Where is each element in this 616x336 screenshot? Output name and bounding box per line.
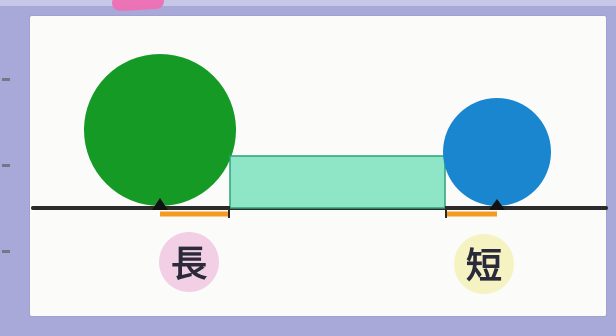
short-label-text: 短 xyxy=(466,246,502,287)
long-label-text: 長 xyxy=(171,244,208,285)
small-blue-circle xyxy=(443,98,551,206)
big-green-circle xyxy=(84,54,236,206)
right-contact-marker xyxy=(489,199,505,210)
mint-rectangle xyxy=(229,155,446,209)
left-edge-marks xyxy=(2,0,10,336)
short-label-badge xyxy=(454,234,514,294)
left-contact-marker xyxy=(152,198,168,210)
long-label-badge xyxy=(159,232,219,292)
top-band xyxy=(0,0,616,6)
